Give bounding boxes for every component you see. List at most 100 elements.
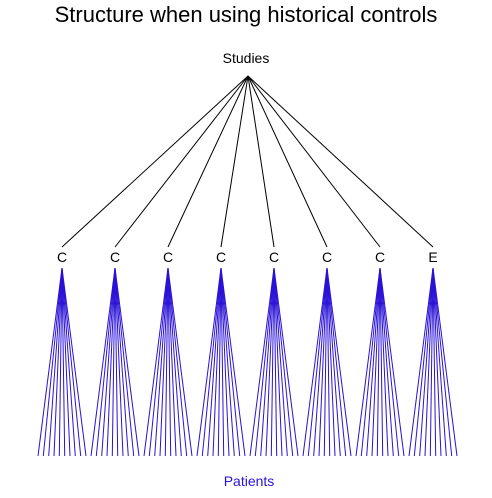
patient-edge — [61, 267, 82, 457]
patient-edge — [360, 267, 381, 457]
study-edge — [247, 75, 434, 248]
patient-edge — [167, 267, 182, 457]
patient-edge — [273, 267, 278, 457]
patient-edge — [61, 267, 76, 457]
patient-edge — [53, 267, 63, 457]
study-edges — [61, 75, 434, 248]
patient-edge — [424, 267, 434, 457]
group-label: C — [322, 249, 332, 265]
patient-edge — [355, 267, 381, 457]
patient-edge — [260, 267, 275, 457]
group-label: C — [163, 249, 173, 265]
patient-edge — [270, 267, 275, 457]
patient-edge — [111, 267, 116, 457]
patient-edge — [429, 267, 434, 457]
patient-edge — [114, 267, 124, 457]
study-edge — [114, 75, 249, 248]
patient-edge — [167, 267, 188, 457]
patient-edge — [379, 267, 405, 457]
group-label: C — [269, 249, 279, 265]
patient-edge — [95, 267, 116, 457]
patient-edge — [212, 267, 222, 457]
patient-edge — [167, 267, 193, 457]
study-edge — [167, 75, 249, 248]
patient-edge — [273, 267, 294, 457]
patient-edge — [220, 267, 230, 457]
patient-edge — [167, 267, 177, 457]
patient-edge — [159, 267, 169, 457]
patient-edge — [326, 267, 331, 457]
study-edge — [247, 75, 381, 248]
patient-edge — [313, 267, 328, 457]
patient-edge — [419, 267, 434, 457]
patient-edge — [432, 267, 437, 457]
patient-edge — [379, 267, 389, 457]
patient-edge — [376, 267, 381, 457]
patient-edge — [164, 267, 169, 457]
study-edge — [220, 75, 249, 248]
patient-edge — [326, 267, 341, 457]
patient-edge — [408, 267, 434, 457]
patient-edge — [326, 267, 336, 457]
patient-edge — [432, 267, 453, 457]
patient-edge — [101, 267, 116, 457]
patient-edge — [217, 267, 222, 457]
patient-edge — [114, 267, 129, 457]
patient-edge — [273, 267, 283, 457]
patient-edge — [273, 267, 299, 457]
patient-edge — [201, 267, 222, 457]
patient-edge — [249, 267, 275, 457]
patient-edge — [48, 267, 63, 457]
patient-edge — [366, 267, 381, 457]
group-label: C — [57, 249, 67, 265]
patient-edge — [318, 267, 328, 457]
group-label: C — [375, 249, 385, 265]
patient-edge — [154, 267, 169, 457]
study-edge — [247, 75, 275, 248]
patient-edge — [61, 267, 66, 457]
patient-edge — [58, 267, 63, 457]
patient-edge — [323, 267, 328, 457]
study-edge — [247, 75, 328, 248]
patient-edge — [61, 267, 87, 457]
patient-edge — [432, 267, 447, 457]
patient-edge — [265, 267, 275, 457]
patient-edge — [114, 267, 140, 457]
patient-edge — [114, 267, 119, 457]
group-label: C — [216, 249, 226, 265]
patient-edge — [220, 267, 235, 457]
patient-edge — [254, 267, 275, 457]
patient-edge — [167, 267, 172, 457]
patient-edge — [196, 267, 222, 457]
patient-edge — [106, 267, 116, 457]
patient-edge — [143, 267, 169, 457]
patient-edge — [273, 267, 288, 457]
patient-edge — [307, 267, 328, 457]
patient-edge — [371, 267, 381, 457]
patient-edge — [379, 267, 384, 457]
patient-edge — [326, 267, 352, 457]
root-label: Studies — [223, 50, 270, 66]
patient-edge — [42, 267, 63, 457]
patient-edge — [302, 267, 328, 457]
patient-edge — [207, 267, 222, 457]
patient-edge — [220, 267, 241, 457]
patient-edge — [114, 267, 135, 457]
patient-edge — [379, 267, 394, 457]
patient-edge — [148, 267, 169, 457]
patient-edge — [432, 267, 458, 457]
patient-edge — [432, 267, 442, 457]
patient-edge — [326, 267, 347, 457]
patient-edge — [220, 267, 246, 457]
diagram-title: Structure when using historical controls — [54, 2, 438, 27]
patient-edges — [37, 267, 458, 457]
leaf-label: Patients — [224, 473, 275, 489]
patient-edge — [413, 267, 434, 457]
group-label: E — [428, 249, 437, 265]
study-edge — [61, 75, 249, 248]
patient-edge — [220, 267, 225, 457]
patient-edge — [61, 267, 71, 457]
patient-edge — [379, 267, 400, 457]
patient-edge — [90, 267, 116, 457]
